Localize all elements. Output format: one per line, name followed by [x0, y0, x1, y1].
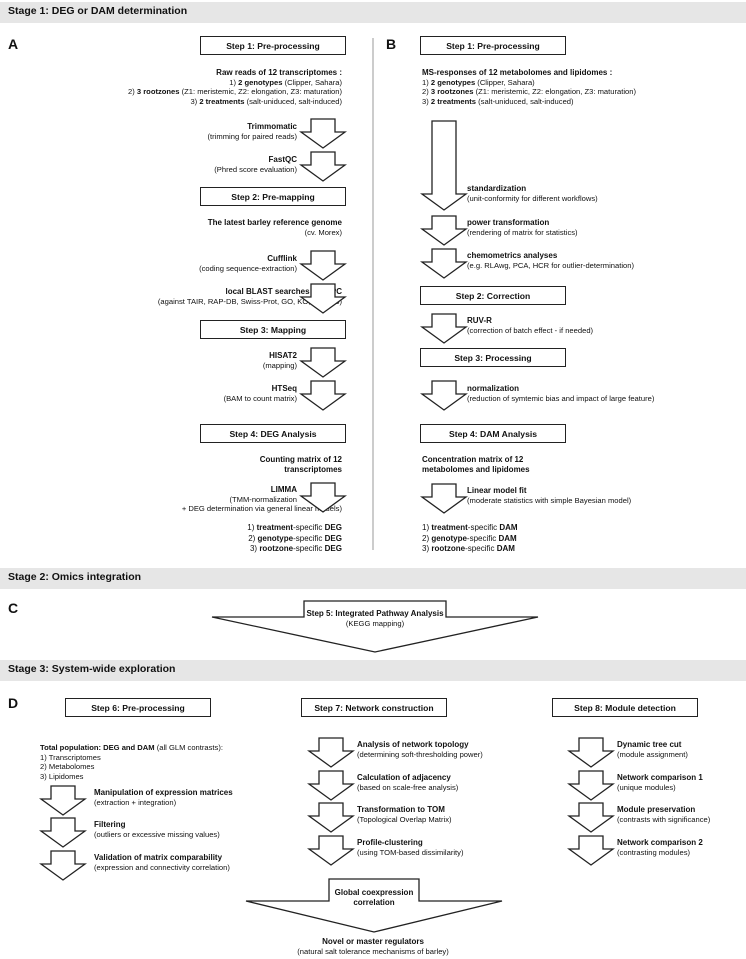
arrow-chemometrics [420, 248, 468, 279]
integrated-pathway-text: Step 5: Integrated Pathway Analysis(KEGG… [306, 609, 444, 628]
arrow-ruv [420, 313, 468, 344]
novel-regulators-text: Novel or master regulators(natural salt … [297, 937, 449, 956]
module-preservation-text: Module preservation(contrasts with signi… [617, 805, 711, 824]
profile-clustering-text: Profile-clustering(using TOM-based dissi… [357, 838, 464, 857]
cufflink-text: Cufflink(coding sequence-extraction) [199, 254, 297, 273]
chemometrics-text: chemometrics analyses(e.g. RLAwg, PCA, H… [467, 251, 634, 270]
tom-text: Transformation to TOM(Topological Overla… [357, 805, 452, 824]
arrow-power [420, 215, 468, 246]
arrow-integrated-pathway [211, 600, 539, 653]
genome-text: The latest barley reference genome(cv. M… [207, 218, 342, 237]
blast-text: local BLAST searches via HPC(against TAI… [157, 287, 342, 306]
network-comparison-2-text: Network comparison 2(contrasting modules… [617, 838, 703, 857]
step-7-box: Step 7: Network construction [301, 698, 447, 717]
step-1-box-b: Step 1: Pre-processing [420, 36, 566, 55]
limma-text: LIMMA (TMM-normalization + DEG determina… [181, 485, 342, 514]
arrow-standardization [420, 120, 468, 211]
panel-b-label: B [386, 36, 397, 52]
arrow-network-comparison-2 [567, 835, 615, 866]
panel-a-label: A [8, 36, 19, 52]
power-transformation-text: power transformation(rendering of matrix… [467, 218, 578, 237]
arrow-limma [299, 482, 347, 513]
step-1-box-a: Step 1: Pre-processing [200, 36, 346, 55]
stage-1-label: Stage 1: DEG or DAM determination [8, 5, 188, 17]
fastqc-text: FastQC(Phred score evaluation) [214, 155, 297, 174]
adjacency-text: Calculation of adjacency(based on scale-… [357, 773, 459, 792]
normalization-text: normalization(reduction of symtemic bias… [467, 384, 655, 403]
arrow-cufflink [299, 250, 347, 281]
arrow-filtering [39, 817, 87, 848]
panel-d-label: D [8, 695, 19, 711]
raw-reads-block: Raw reads of 12 transcriptomes : 1) 2 ge… [128, 68, 342, 106]
deg-results: 1) treatment-specific DEG 2) genotype-sp… [247, 523, 342, 553]
filtering-text: Filtering(outliers or excessive missing … [94, 820, 220, 839]
stage-2-label: Stage 2: Omics integration [8, 571, 142, 583]
arrow-adjacency [307, 770, 355, 801]
arrow-linear-model [420, 483, 468, 514]
arrow-validation [39, 850, 87, 881]
stage-2-banner: Stage 2: Omics integration [0, 568, 746, 589]
arrow-trimmomatic [299, 118, 347, 149]
stage-3-banner: Stage 3: System-wide exploration [0, 660, 746, 681]
trimmomatic-text: Trimmomatic(trimming for paired reads) [207, 122, 297, 141]
network-comparison-1-text: Network comparison 1(unique modules) [617, 773, 703, 792]
arrow-tree-cut [567, 737, 615, 768]
ruv-text: RUV-R(correction of batch effect - if ne… [467, 316, 594, 335]
step-4-box-a: Step 4: DEG Analysis [200, 424, 346, 443]
arrow-global-coexpression [245, 878, 503, 933]
ms-responses-block: MS-responses of 12 metabolomes and lipid… [422, 68, 636, 106]
total-population-block: Total population: DEG and DAM (all GLM c… [40, 743, 223, 781]
standardization-text: standardization(unit-conformity for diff… [467, 184, 598, 203]
step-6-box: Step 6: Pre-processing [65, 698, 211, 717]
linear-model-text: Linear model fit(moderate statistics wit… [467, 486, 632, 505]
htseq-text: HTSeq(BAM to count matrix) [223, 384, 297, 403]
hisat-text: HISAT2(mapping) [262, 351, 297, 370]
step-4-box-b: Step 4: DAM Analysis [420, 424, 566, 443]
arrow-module-preservation [567, 802, 615, 833]
step-3-box-b: Step 3: Processing [420, 348, 566, 367]
step-3-box-a: Step 3: Mapping [200, 320, 346, 339]
arrow-blast [299, 283, 347, 314]
tree-cut-text: Dynamic tree cut(module assignment) [617, 740, 688, 759]
arrow-htseq [299, 380, 347, 411]
dam-results: 1) treatment-specific DAM 2) genotype-sp… [422, 523, 518, 553]
stage-1-banner: Stage 1: DEG or DAM determination [0, 2, 746, 23]
arrow-hisat [299, 347, 347, 378]
arrow-profile-clustering [307, 835, 355, 866]
arrow-network-comparison-1 [567, 770, 615, 801]
arrow-tom [307, 802, 355, 833]
step-2-box-a: Step 2: Pre-mapping [200, 187, 346, 206]
validation-text: Validation of matrix comparability(expre… [94, 853, 230, 872]
arrow-fastqc [299, 151, 347, 182]
step-2-box-b: Step 2: Correction [420, 286, 566, 305]
manipulation-text: Manipulation of expression matrices(extr… [94, 788, 233, 807]
topology-text: Analysis of network topology(determining… [357, 740, 483, 759]
step-8-box: Step 8: Module detection [552, 698, 698, 717]
arrow-manipulation [39, 785, 87, 816]
arrow-normalization [420, 380, 468, 411]
stage-3-label: Stage 3: System-wide exploration [8, 663, 176, 675]
panel-divider [372, 38, 374, 550]
panel-c-label: C [8, 600, 19, 616]
arrow-topology [307, 737, 355, 768]
